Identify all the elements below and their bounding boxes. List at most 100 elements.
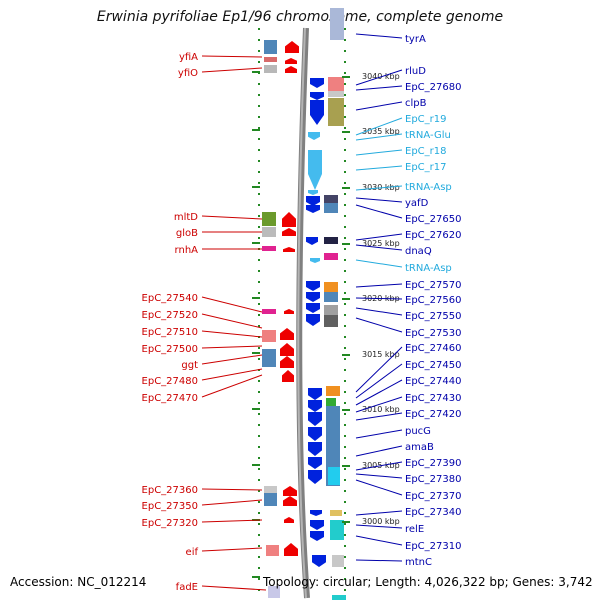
right-gene-connector xyxy=(355,101,403,111)
right-gene-label: EpC_27310 xyxy=(405,541,461,552)
kbp-tick-label: 3010 kbp xyxy=(362,405,400,414)
right-gene-connector xyxy=(355,524,403,529)
reverse-gene-arrow xyxy=(306,281,320,291)
right-gene-label: tRNA-Glu xyxy=(405,130,451,141)
right-feature-box xyxy=(328,467,340,485)
right-gene-connector xyxy=(355,69,403,86)
left-gene-label: EpC_27470 xyxy=(142,393,198,404)
right-gene-connector xyxy=(355,149,403,156)
left-gene-connector xyxy=(201,215,263,220)
right-gene-label: EpC_27420 xyxy=(405,409,461,420)
right-feature-box xyxy=(324,292,338,302)
left-gene-label: EpC_27360 xyxy=(142,485,198,496)
right-gene-label: EpC_27560 xyxy=(405,295,461,306)
map-title: Erwinia pyrifoliae Ep1/96 chromosome, co… xyxy=(96,9,504,25)
right-feature-box xyxy=(330,8,344,40)
left-gene-connector xyxy=(201,519,263,523)
left-gene-label: eif xyxy=(186,547,199,558)
left-gene-label: EpC_27510 xyxy=(142,327,198,338)
right-gene-connector xyxy=(355,379,403,406)
topology-label: Topology: circular; Length: 4,026,322 bp… xyxy=(263,575,593,589)
reverse-gene-arrow xyxy=(308,427,322,441)
right-feature-box xyxy=(328,91,344,97)
left-feature-box xyxy=(266,545,279,556)
reverse-gene-arrow xyxy=(310,520,324,530)
left-gene-label: mltD xyxy=(174,212,198,223)
left-gene-connector xyxy=(201,488,263,491)
left-gene-connector xyxy=(201,313,263,329)
chromosome-backbone xyxy=(296,27,310,599)
reverse-gene-arrow xyxy=(310,258,320,263)
right-gene-label: EpC_27390 xyxy=(405,458,461,469)
kbp-tick-label: 3015 kbp xyxy=(362,350,400,359)
forward-gene-arrow xyxy=(285,66,297,73)
right-gene-connector xyxy=(355,117,403,136)
reverse-gene-arrow xyxy=(310,100,324,125)
right-gene-label: EpC_27570 xyxy=(405,280,461,291)
forward-gene-arrow xyxy=(284,309,294,314)
right-feature-box xyxy=(324,203,338,213)
right-gene-label: clpB xyxy=(405,98,427,109)
right-feature-box xyxy=(326,386,340,396)
right-gene-label: EpC_27650 xyxy=(405,214,461,225)
right-gene-connector xyxy=(355,85,403,91)
right-gene-connector xyxy=(355,283,403,288)
reverse-gene-arrow xyxy=(306,205,320,213)
right-gene-connector xyxy=(355,461,403,471)
left-gene-label: rnhA xyxy=(175,245,199,256)
right-gene-connector xyxy=(355,197,403,203)
right-feature-box xyxy=(330,520,344,540)
left-feature-box xyxy=(262,349,276,367)
right-gene-connector xyxy=(355,317,403,333)
left-gene-connector xyxy=(201,330,263,338)
right-gene-label: relE xyxy=(405,524,424,535)
reverse-gene-arrow xyxy=(306,314,320,326)
reverse-gene-arrow xyxy=(308,470,322,484)
right-feature-box xyxy=(324,305,338,315)
reverse-gene-arrow xyxy=(308,442,322,456)
left-feature-box xyxy=(262,212,276,226)
kbp-tick-label: 3035 kbp xyxy=(362,127,400,136)
right-gene-label: tRNA-Asp xyxy=(405,263,452,274)
accession-label: Accession: NC_012214 xyxy=(10,575,147,589)
left-gene-label: EpC_27320 xyxy=(142,518,198,529)
forward-gene-arrow xyxy=(282,370,294,382)
right-gene-label: EpC_27550 xyxy=(405,311,461,322)
right-gene-label: EpC_r19 xyxy=(405,114,446,125)
left-gene-label: EpC_27350 xyxy=(142,501,198,512)
right-feature-box xyxy=(330,510,342,516)
chromosome-backbone-highlight xyxy=(297,27,307,599)
left-feature-box xyxy=(264,57,277,62)
right-gene-label: EpC_27620 xyxy=(405,230,461,241)
right-gene-label: EpC_27380 xyxy=(405,474,461,485)
right-gene-label: amaB xyxy=(405,442,434,453)
kbp-tick-label: 3000 kbp xyxy=(362,517,400,526)
right-gene-connector xyxy=(355,204,403,219)
left-gene-connector xyxy=(201,296,263,313)
forward-gene-arrow xyxy=(280,328,294,340)
right-gene-label: tRNA-Asp xyxy=(405,182,452,193)
right-gene-label: EpC_27370 xyxy=(405,491,461,502)
right-gene-connector xyxy=(355,479,403,496)
right-feature-box xyxy=(328,77,344,91)
forward-gene-arrow xyxy=(285,41,299,53)
right-gene-label: EpC_27530 xyxy=(405,328,461,339)
forward-gene-arrow xyxy=(280,356,294,368)
left-gene-connector xyxy=(201,374,263,398)
right-gene-label: EpC_27450 xyxy=(405,360,461,371)
right-gene-connector xyxy=(355,165,403,171)
right-gene-connector xyxy=(355,559,403,562)
reverse-gene-arrow xyxy=(308,457,322,469)
forward-gene-arrow xyxy=(282,228,296,236)
reverse-gene-arrow xyxy=(310,531,324,541)
right-gene-connector xyxy=(355,510,403,516)
left-gene-label: gloB xyxy=(176,228,198,239)
forward-gene-arrow xyxy=(283,486,297,496)
forward-gene-arrow xyxy=(283,496,297,506)
left-gene-connector xyxy=(201,354,263,365)
right-feature-box xyxy=(326,406,340,486)
right-gene-label: EpC_27340 xyxy=(405,507,461,518)
right-gene-label: EpC_27440 xyxy=(405,376,461,387)
reverse-gene-arrow xyxy=(308,412,322,426)
reverse-gene-arrow xyxy=(310,78,324,88)
